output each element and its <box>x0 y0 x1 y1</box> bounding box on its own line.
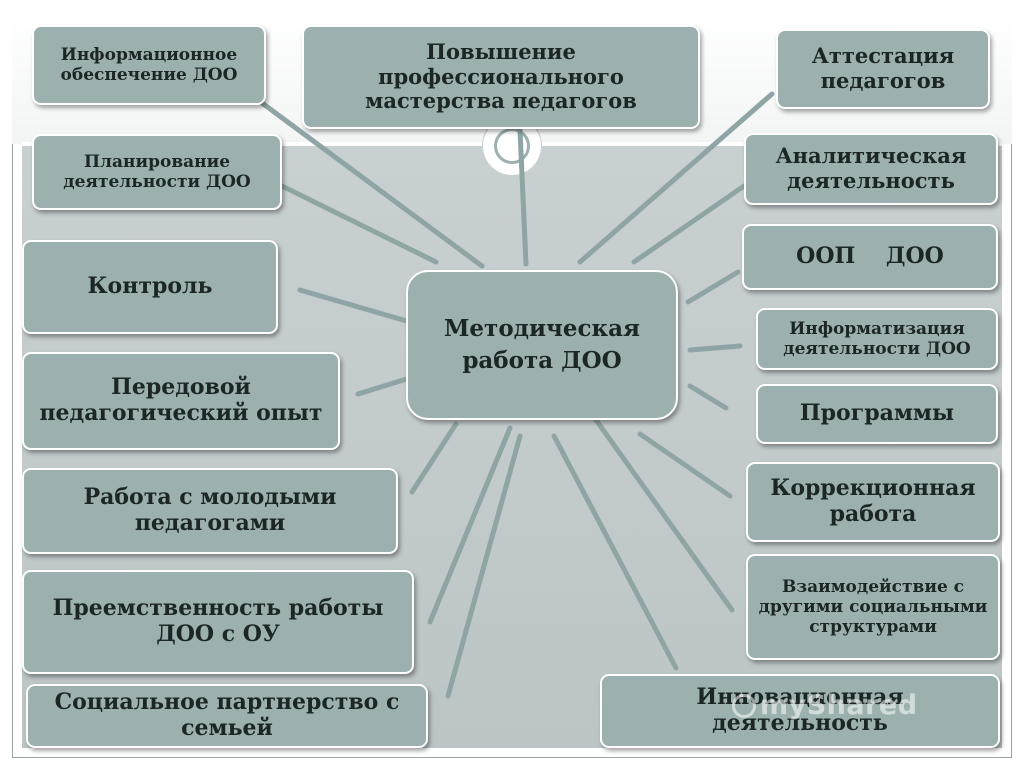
watermark-text: myShared <box>760 690 918 721</box>
node-label: Повышение профессионального мастерства п… <box>365 38 637 114</box>
node-label: ООП ДОО <box>796 243 944 270</box>
node-label: Коррекционная работа <box>770 475 976 527</box>
node-label: Социальное партнерство с семьей <box>54 689 400 741</box>
node-control: Контроль <box>22 240 278 334</box>
connector-line <box>445 433 523 699</box>
node-label: Передовой педагогический опыт <box>39 374 323 426</box>
connector-line <box>279 183 439 265</box>
node-attestation: Аттестация педагогов <box>776 29 990 109</box>
node-interaction: Взаимодействие с другими социальными стр… <box>746 554 1000 660</box>
node-innovation: Инновационная деятельность <box>600 674 1000 748</box>
hub-label: Методическая работа ДОО <box>443 314 641 374</box>
connector-line <box>687 343 743 353</box>
connector-line <box>631 183 747 265</box>
connector-line <box>355 375 413 397</box>
node-informatization: Информатизация деятельности ДОО <box>756 308 998 370</box>
connector-line <box>551 433 679 671</box>
node-correction: Коррекционная работа <box>746 462 1000 542</box>
decor-ring-inner <box>494 128 530 164</box>
node-best-practice: Передовой педагогический опыт <box>22 352 340 450</box>
node-label: Программы <box>799 400 955 427</box>
node-label: Взаимодействие с другими социальными стр… <box>758 576 988 638</box>
node-continuity: Преемственность работы ДОО с ОУ <box>22 570 414 674</box>
node-young-teachers: Работа с молодыми педагогами <box>22 468 398 554</box>
node-label: Работа с молодыми педагогами <box>83 484 337 536</box>
watermark-icon <box>732 694 756 718</box>
node-oop: ООП ДОО <box>742 224 998 290</box>
connector-line <box>297 287 413 325</box>
node-info-support: Информационное обеспечение ДОО <box>32 25 266 105</box>
node-label: Контроль <box>87 273 213 300</box>
node-planning: Планирование деятельности ДОО <box>32 134 282 210</box>
node-label: Инновационная деятельность <box>696 684 904 736</box>
connector-line <box>593 417 735 613</box>
hub-methodical-work: Методическая работа ДОО <box>406 270 678 420</box>
node-label: Аттестация педагогов <box>811 43 955 93</box>
node-label: Аналитическая деятельность <box>775 143 967 193</box>
node-family: Социальное партнерство с семьей <box>26 684 428 748</box>
connector-line <box>427 425 513 625</box>
connector-line <box>637 431 733 499</box>
connector-line <box>255 97 485 269</box>
node-label: Информатизация деятельности ДОО <box>783 318 971 359</box>
node-label: Информационное обеспечение ДОО <box>60 44 238 85</box>
connector-line <box>517 127 529 267</box>
connector-line <box>687 383 729 411</box>
node-label: Планирование деятельности ДОО <box>63 151 251 192</box>
node-label: Преемственность работы ДОО с ОУ <box>52 595 384 647</box>
node-programs: Программы <box>756 384 998 444</box>
connector-line <box>577 91 775 265</box>
connector-line <box>685 269 741 305</box>
node-analytics: Аналитическая деятельность <box>744 133 998 205</box>
node-prof-skill: Повышение профессионального мастерства п… <box>302 25 700 129</box>
connector-line <box>409 421 459 495</box>
